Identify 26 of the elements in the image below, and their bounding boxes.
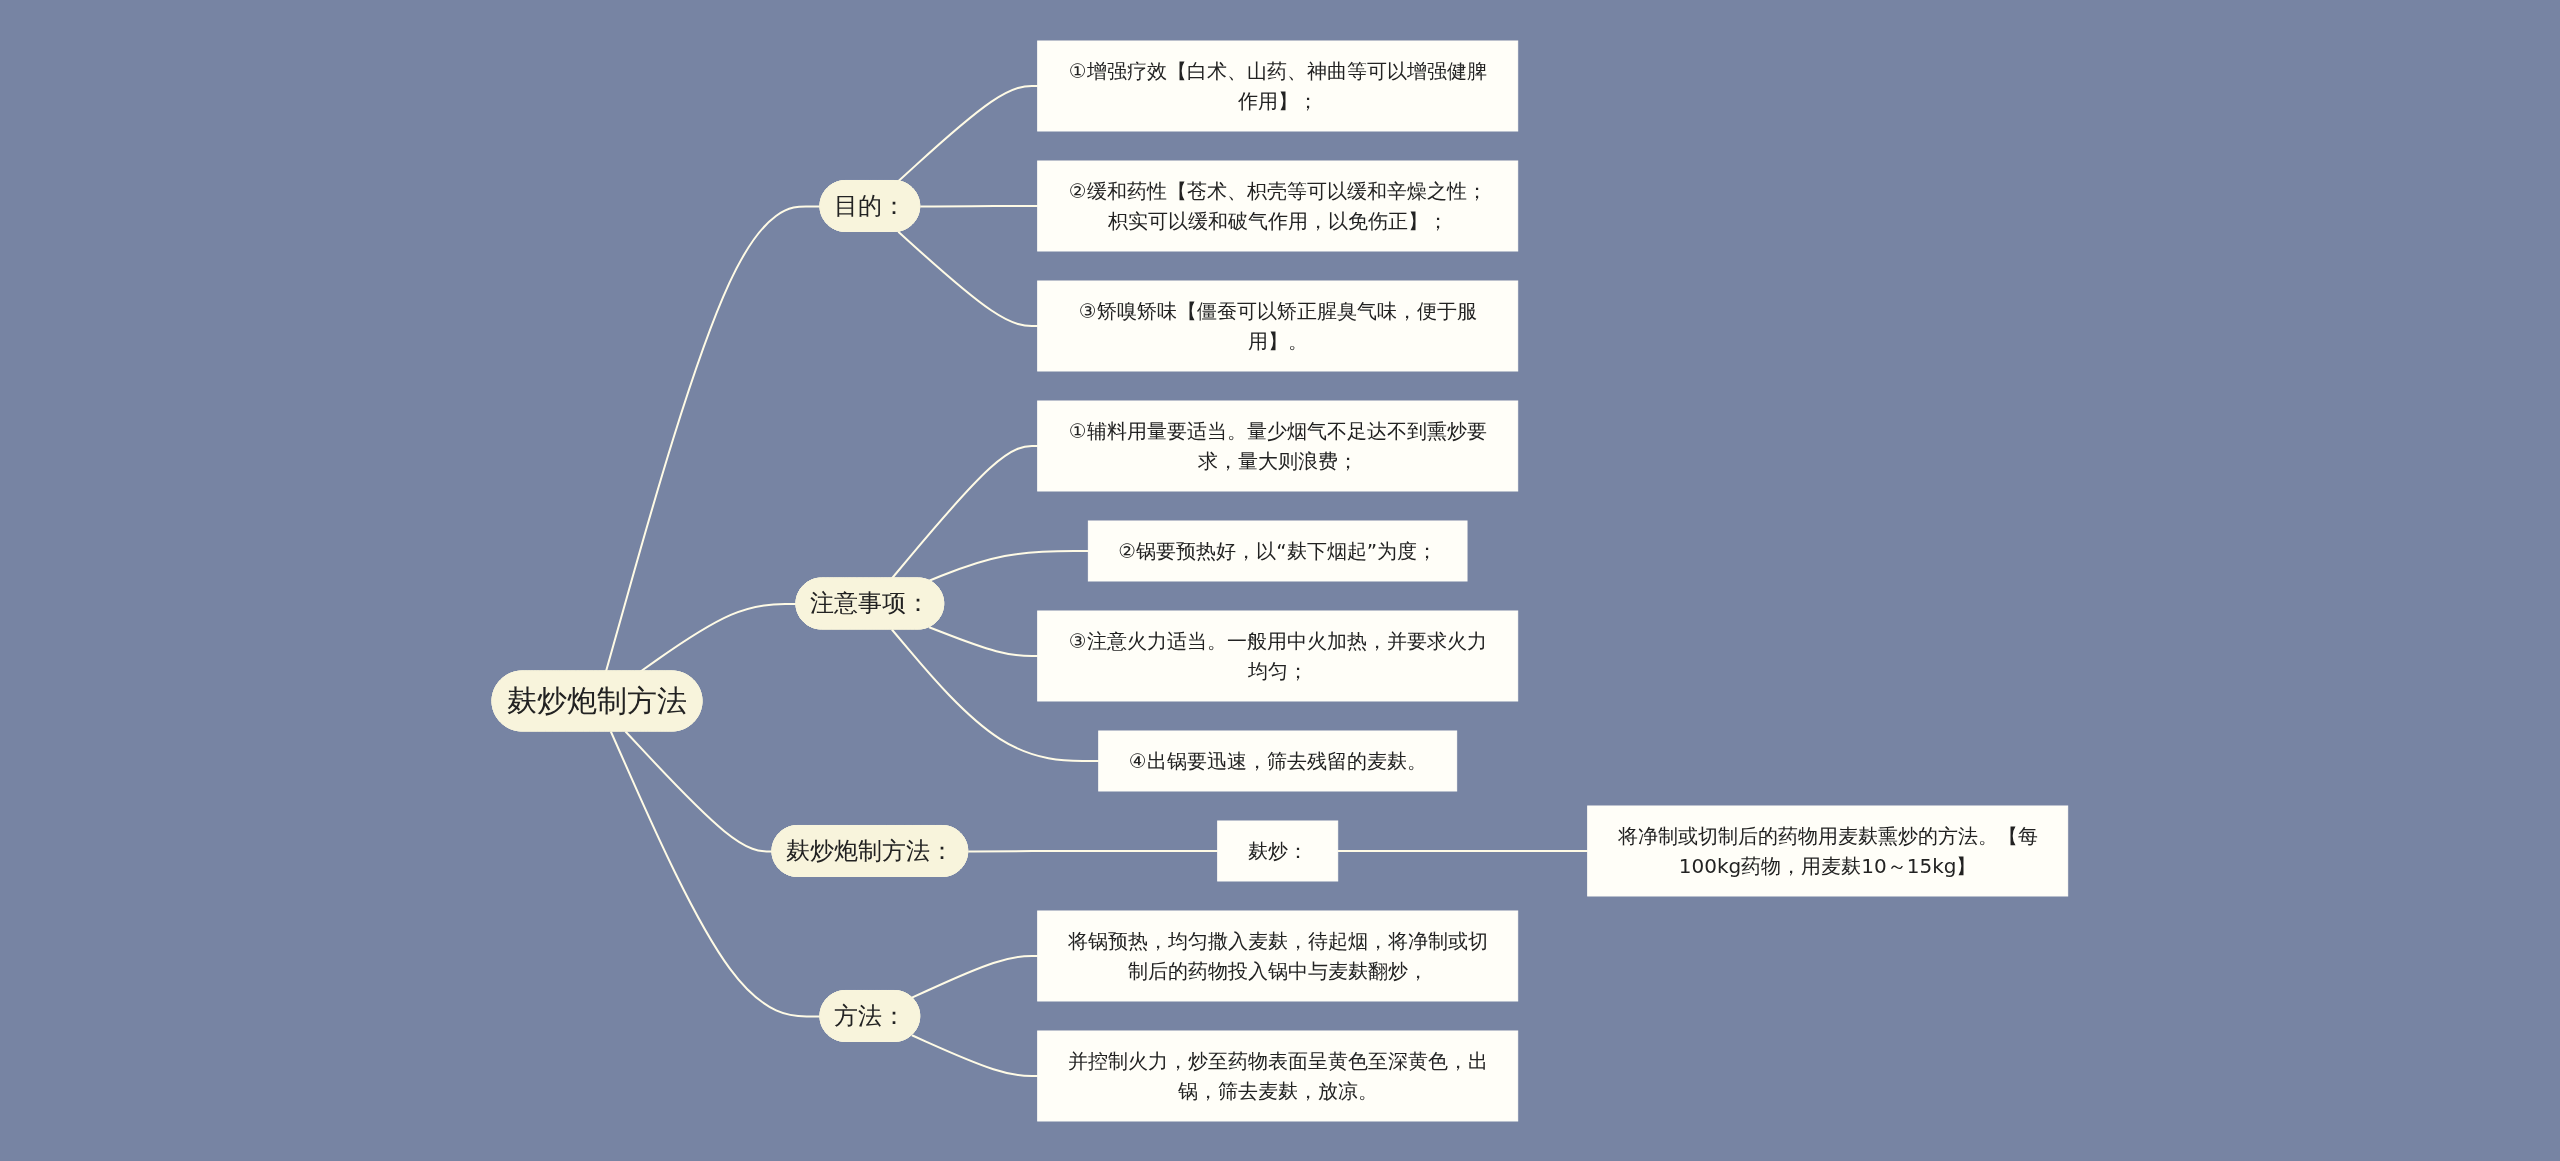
connector (897, 84, 1039, 182)
connector (928, 549, 1090, 582)
node-box: ①辅料用量要适当。量少烟气不足达不到熏炒要求，量大则浪费； (1037, 400, 1519, 491)
node-box: ③矫嗅矫味【僵蚕可以矫正腥臭气味，便于服用】。 (1037, 280, 1519, 371)
connector (891, 444, 1039, 579)
connector (911, 1033, 1039, 1077)
node-box: ③注意火力适当。一般用中火加热，并要求火力均匀； (1037, 610, 1519, 701)
node-box: 将锅预热，均匀撒入麦麸，待起烟，将净制或切制后的药物投入锅中与麦麸翻炒， (1037, 910, 1519, 1001)
connector (911, 954, 1039, 999)
connector (919, 204, 1039, 207)
node-box: ①增强疗效【白术、山药、神曲等可以增强健脾作用】； (1037, 40, 1519, 131)
connector (639, 602, 798, 672)
connector (928, 625, 1039, 657)
node-box: ②缓和药性【苍术、枳壳等可以缓和辛燥之性；枳实可以缓和破气作用，以免伤正】； (1037, 160, 1519, 251)
connector (605, 204, 822, 672)
node-box: 将净制或切制后的药物用麦麸熏炒的方法。【每100kg药物，用麦麸10～15kg】 (1587, 805, 2069, 896)
connector (897, 230, 1039, 327)
connector (610, 730, 822, 1017)
node-box: 麸炒： (1217, 820, 1339, 881)
node-box: 并控制火力，炒至药物表面呈黄色至深黄色，出锅，筛去麦麸，放凉。 (1037, 1030, 1519, 1121)
connector (967, 849, 1219, 852)
connector (1336, 849, 1589, 852)
connector (624, 730, 774, 852)
node-box: ②锅要预热好，以“麸下烟起”为度； (1088, 520, 1468, 581)
node-box: ④出锅要迅速，筛去残留的麦麸。 (1098, 730, 1458, 791)
connector (891, 628, 1100, 762)
